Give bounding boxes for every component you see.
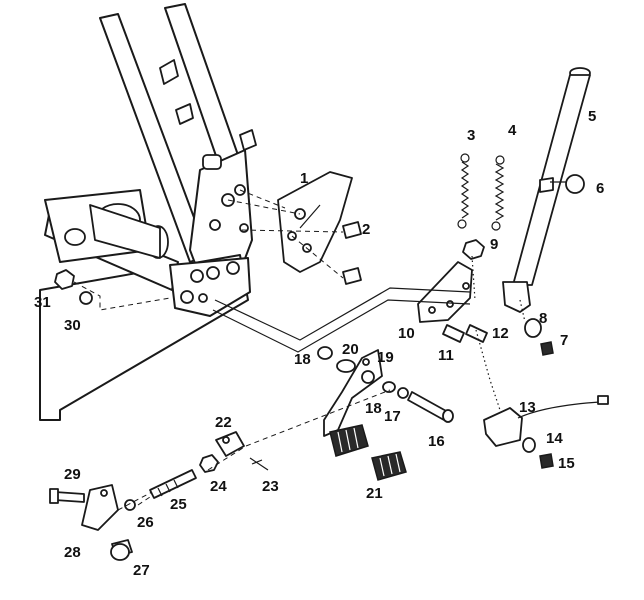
nut-24 (199, 454, 219, 473)
linkage-rod (149, 469, 197, 499)
callout-18b: 18 (365, 400, 382, 417)
callout-4: 4 (508, 122, 517, 139)
callout-15: 15 (558, 455, 575, 472)
nut-31 (54, 269, 75, 290)
callout-13: 13 (519, 399, 536, 416)
motorcycle-frame (39, 3, 257, 421)
washer-18-right (382, 381, 396, 393)
callout-2: 2 (362, 221, 370, 238)
callout-18a: 18 (294, 351, 311, 368)
callout-27: 27 (133, 562, 150, 579)
screw-15 (539, 453, 554, 469)
bolt-29 (49, 488, 85, 504)
callout-30: 30 (64, 317, 81, 334)
callout-3: 3 (467, 127, 475, 144)
callouts: 1 2 3 4 5 6 7 8 9 10 11 12 13 14 15 16 1… (34, 108, 604, 579)
callout-26: 26 (137, 514, 154, 531)
callout-7: 7 (560, 332, 568, 349)
callout-14: 14 (546, 430, 563, 447)
callout-16: 16 (428, 433, 445, 450)
callout-21: 21 (366, 485, 383, 502)
callout-25: 25 (170, 496, 187, 513)
spacer-8 (524, 318, 542, 338)
callout-31: 31 (34, 294, 51, 311)
ball-joint-27 (110, 539, 133, 561)
bolts-11-12 (442, 324, 488, 343)
callout-9: 9 (490, 236, 498, 253)
callout-28: 28 (64, 544, 81, 561)
washer-18-left (317, 346, 333, 360)
lever-rubber-upper (329, 424, 369, 457)
callout-29: 29 (64, 466, 81, 483)
assembly-lines (73, 189, 526, 511)
clip-23 (249, 457, 269, 471)
side-stand (502, 67, 591, 313)
linkage-joint (215, 431, 245, 457)
lever-rubber-lower (371, 451, 407, 481)
callout-5: 5 (588, 108, 596, 125)
stand-switch (483, 395, 609, 447)
nut-9 (462, 239, 485, 260)
callout-11: 11 (438, 347, 454, 364)
callout-1: 1 (300, 170, 308, 187)
stand-knob (550, 174, 585, 194)
bushing-20 (336, 359, 356, 373)
callout-10: 10 (398, 325, 415, 342)
callout-6: 6 (596, 180, 604, 197)
spring-3 (457, 153, 470, 229)
screw-bolts (342, 221, 362, 285)
pivot-bolt (407, 391, 454, 423)
stand-bracket (417, 261, 473, 323)
callout-22: 22 (215, 414, 232, 431)
linkage-arm (81, 484, 119, 531)
washer-30 (79, 291, 93, 305)
callout-19: 19 (377, 349, 394, 366)
callout-23: 23 (262, 478, 279, 495)
callout-8: 8 (539, 310, 547, 327)
washer-14 (522, 437, 536, 453)
callout-12: 12 (492, 325, 509, 342)
callout-17: 17 (384, 408, 401, 425)
footrest-plate (277, 171, 353, 273)
washer-26 (124, 499, 136, 511)
callout-20: 20 (342, 341, 359, 358)
screw-7 (540, 341, 554, 356)
spring-4 (491, 155, 505, 231)
callout-24: 24 (210, 478, 227, 495)
washer-17 (397, 387, 409, 399)
